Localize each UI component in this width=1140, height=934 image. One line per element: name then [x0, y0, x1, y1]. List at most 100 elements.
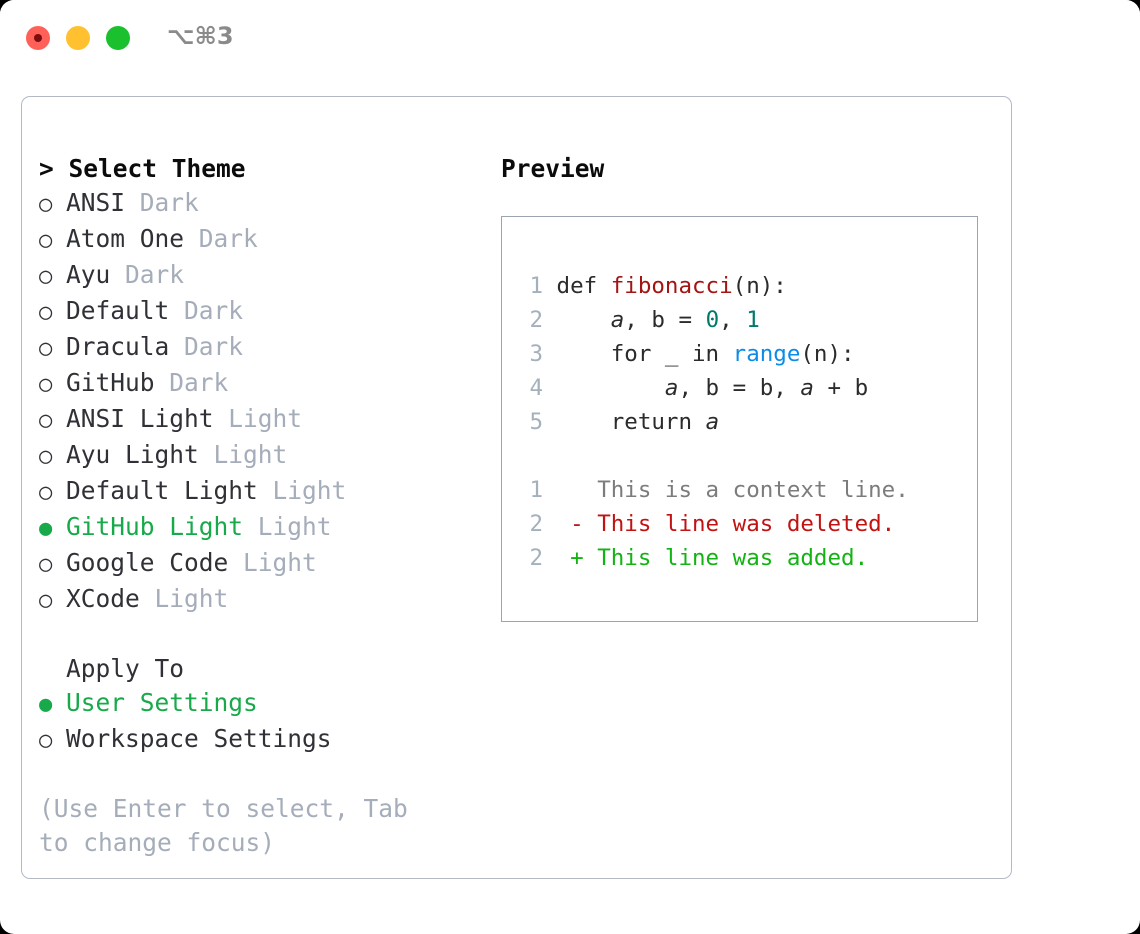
theme-option-label: Ayu — [66, 260, 111, 289]
code-token-plain: , b = b, — [678, 375, 801, 401]
diff-text: This line was added. — [597, 545, 869, 571]
theme-option-ayu[interactable]: ○ Ayu Dark — [39, 258, 479, 294]
minimize-button[interactable] — [66, 26, 90, 50]
diff-sign: + — [543, 545, 598, 571]
theme-option-default[interactable]: ○Default Dark — [39, 294, 479, 330]
theme-option-label: Google Code — [66, 548, 229, 577]
theme-option-variant: Dark — [184, 332, 244, 361]
theme-option-dracula[interactable]: ○ Dracula Dark — [39, 330, 479, 366]
radio-empty-icon: ○ — [39, 408, 53, 433]
apply-to-option-label: Workspace Settings — [66, 724, 332, 753]
code-line-number: 5 — [529, 409, 543, 435]
theme-option-label: Dracula — [66, 332, 170, 361]
theme-option-variant: Dark — [139, 188, 199, 217]
label-tag-gap — [228, 546, 243, 580]
theme-option-xcode[interactable]: ○ XCode Light — [39, 582, 479, 618]
radio-empty-icon: ○ — [39, 444, 53, 469]
code-line: 1 def fibonacci(n): — [523, 269, 977, 303]
diff-line-del: 2 - This line was deleted. — [523, 507, 977, 541]
theme-option-label: Atom One — [66, 224, 185, 253]
code-token-plain: for _ in — [556, 341, 733, 367]
code-token-var: a — [705, 409, 720, 435]
radio-empty-icon: ○ — [39, 480, 53, 505]
theme-picker-panel: > Select Theme ○ANSI Dark○Atom One Dark○… — [21, 96, 1012, 879]
theme-option-label: XCode — [66, 584, 140, 613]
zoom-button[interactable] — [106, 26, 130, 50]
theme-option-atom-one[interactable]: ○ Atom One Dark — [39, 222, 479, 258]
radio-empty-icon: ○ — [39, 728, 53, 753]
radio-filled-icon: ● — [39, 692, 53, 717]
diff-line-ctx: 1 This is a context line. — [523, 473, 977, 507]
apply-to-option-list: ● User Settings ○ Workspace Settings — [39, 686, 479, 758]
list-spacer — [39, 618, 479, 652]
code-gutter-gap — [543, 273, 557, 299]
label-tag-gap — [199, 438, 214, 472]
traffic-lights — [26, 26, 130, 50]
select-theme-header: > Select Theme — [39, 154, 246, 183]
code-token-num: 0 — [705, 307, 720, 333]
apply-to-option-workspace-settings[interactable]: ○ Workspace Settings — [39, 722, 479, 758]
theme-option-variant: Dark — [125, 260, 185, 289]
code-token-fn: fibonacci — [610, 273, 733, 299]
theme-option-default-light[interactable]: ○Default Light Light — [39, 474, 479, 510]
diff-text: This line was deleted. — [597, 511, 896, 537]
theme-option-ansi[interactable]: ○ANSI Dark — [39, 186, 479, 222]
code-line-number: 1 — [529, 273, 543, 299]
radio-empty-icon: ○ — [39, 336, 53, 361]
theme-option-label: ANSI Light — [66, 404, 214, 433]
code-token-num: 1 — [746, 307, 760, 333]
radio-empty-icon: ○ — [39, 588, 53, 613]
label-tag-gap — [184, 222, 199, 256]
label-tag-gap — [155, 366, 170, 400]
code-line: 3 for _ in range(n): — [523, 337, 977, 371]
theme-option-github[interactable]: ○GitHub Dark — [39, 366, 479, 402]
close-button[interactable] — [26, 26, 50, 50]
title-bar: ⌥⌘3 — [0, 0, 1140, 76]
diff-line-number: 2 — [529, 545, 543, 571]
label-tag-gap — [125, 186, 140, 220]
label-tag-gap — [140, 582, 155, 616]
theme-option-variant: Light — [257, 512, 332, 541]
radio-empty-icon: ○ — [39, 228, 53, 253]
theme-option-variant: Dark — [198, 224, 258, 253]
window-title: ⌥⌘3 — [167, 22, 234, 50]
theme-option-github-light[interactable]: ●GitHub Light Light — [39, 510, 479, 546]
preview-column: Preview 1 def fibonacci(n):2 a, b = 0, 1… — [501, 152, 991, 622]
code-line: 2 a, b = 0, 1 — [523, 303, 977, 337]
code-line-number: 4 — [529, 375, 543, 401]
theme-selection-column: > Select Theme ○ANSI Dark○Atom One Dark○… — [39, 152, 479, 860]
theme-option-label: ANSI — [66, 188, 126, 217]
code-gutter-gap — [543, 307, 557, 333]
diff-text: This is a context line. — [597, 477, 909, 503]
code-token-plain — [557, 375, 665, 401]
theme-option-list: ○ANSI Dark○Atom One Dark○Ayu Dark○Defaul… — [39, 186, 479, 618]
apply-to-option-label: User Settings — [66, 688, 258, 717]
theme-option-variant: Dark — [169, 368, 229, 397]
label-tag-gap — [169, 330, 184, 364]
theme-option-label: Ayu Light — [66, 440, 199, 469]
theme-option-label: GitHub — [66, 368, 155, 397]
radio-empty-icon: ○ — [39, 264, 53, 289]
theme-option-variant: Light — [272, 476, 347, 505]
diff-line-number: 1 — [529, 477, 543, 503]
apply-to-option-user-settings[interactable]: ● User Settings — [39, 686, 479, 722]
label-tag-gap — [169, 294, 184, 328]
code-token-var: a — [610, 307, 625, 333]
theme-option-label: GitHub Light — [66, 512, 244, 541]
code-gutter-gap — [543, 341, 557, 367]
diff-line-add: 2 + This line was added. — [523, 541, 977, 575]
code-line-number: 3 — [529, 341, 543, 367]
theme-option-ayu-light[interactable]: ○Ayu Light Light — [39, 438, 479, 474]
code-token-plain: , b = — [624, 307, 706, 333]
diff-sign: - — [543, 511, 598, 537]
theme-option-variant: Dark — [184, 296, 244, 325]
code-token-plain: (n): — [800, 341, 855, 367]
code-diff-spacer — [523, 439, 977, 473]
theme-option-google-code[interactable]: ○Google Code Light — [39, 546, 479, 582]
label-tag-gap — [214, 402, 229, 436]
theme-option-variant: Light — [154, 584, 229, 613]
label-tag-gap — [110, 258, 125, 292]
theme-option-ansi-light[interactable]: ○ANSI Light Light — [39, 402, 479, 438]
